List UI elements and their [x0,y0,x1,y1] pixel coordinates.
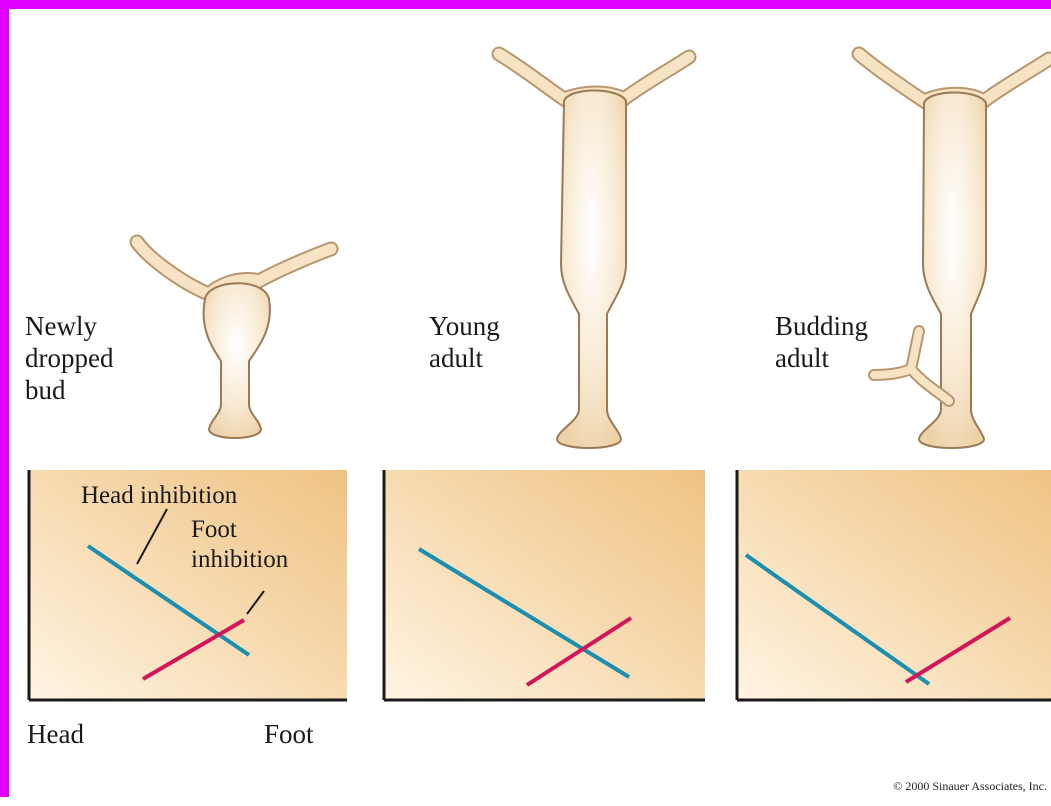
hydra-newly-dropped-bud [137,242,331,438]
stage-label-budding-adult: Budding adult [775,310,868,374]
head-inhibition-label: Head inhibition [81,481,237,511]
stage-label-newly-dropped-bud: Newly dropped bud [25,310,113,406]
plot-background [384,470,705,700]
figure-canvas [9,9,1051,806]
axis-label-head: Head [27,719,84,750]
plot-budding-adult [737,470,1051,700]
axis-label-foot: Foot [264,719,314,750]
plot-young-adult [384,470,705,700]
foot-inhibition-label: Foot inhibition [191,515,288,575]
hydra-young-adult [499,54,689,448]
stage-label-young-adult: Young adult [429,310,500,374]
copyright-notice: © 2000 Sinauer Associates, Inc. [893,779,1047,794]
plot-background [737,470,1051,700]
hydra-budding-adult [859,54,1049,448]
